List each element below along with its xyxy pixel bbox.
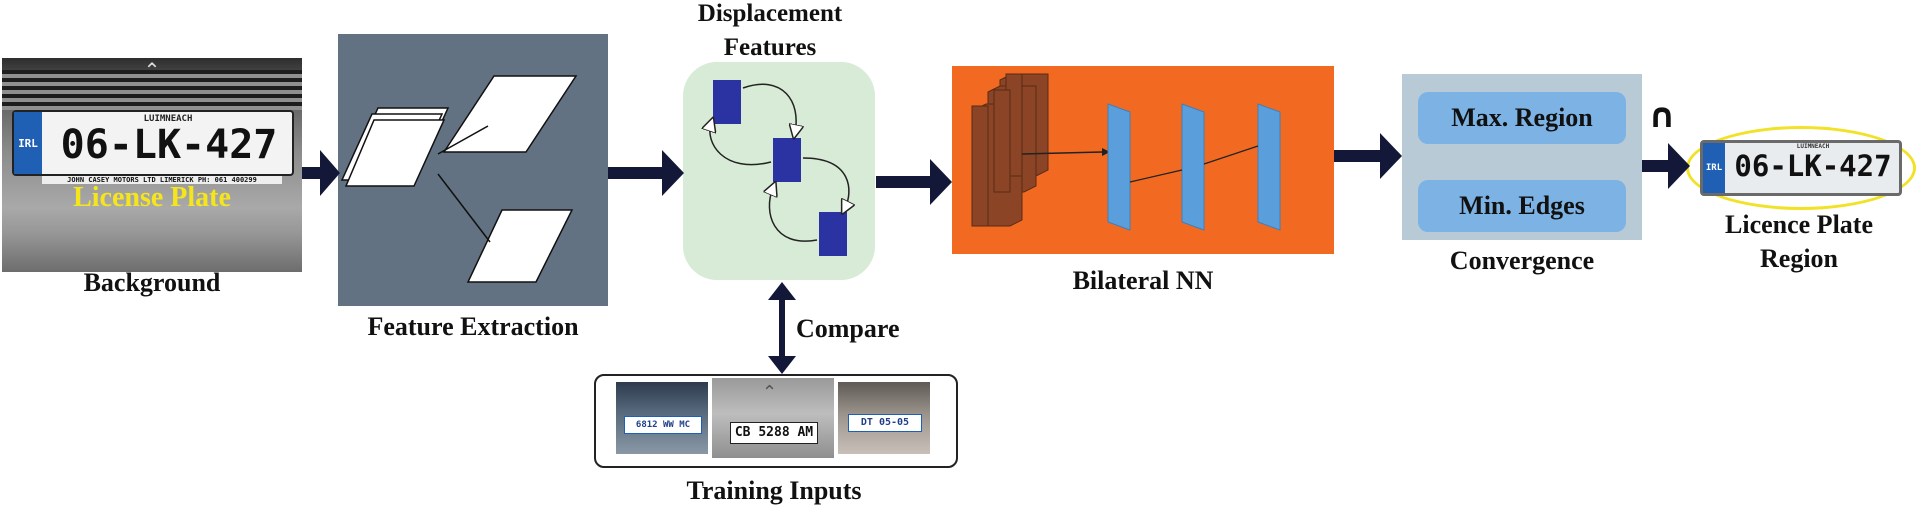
feature-extraction-graphic	[340, 75, 578, 283]
max-region-box: Max. Region	[1418, 92, 1626, 144]
arrow-bilateral-to-convergence	[1334, 133, 1402, 179]
plate-country: IRL	[18, 136, 38, 150]
training-car-logo: ⌃	[762, 382, 778, 402]
displacement-graphic	[683, 80, 875, 256]
plate-dealer-text: JOHN CASEY MOTORS LTD LIMERICK PH: 061 4…	[42, 176, 282, 184]
output-caption-1: Licence Plate	[1725, 210, 1873, 239]
feature-link-top	[437, 125, 489, 155]
flow-arrow-2	[710, 124, 772, 166]
displacement-square-3	[819, 212, 847, 256]
training-image-2: ⌃ CB 5288 AM	[712, 378, 834, 458]
plate-number: 06-LK-427	[60, 122, 278, 168]
displacement-square-2	[773, 138, 801, 182]
displacement-panel	[683, 62, 875, 280]
nn-arrow-1	[1021, 151, 1103, 155]
training-plate-1: 6812 WW MC	[624, 416, 702, 434]
conv-layer-3	[971, 105, 989, 227]
background-caption: Background	[83, 268, 221, 297]
background-car-image: ⌃ IRL LUIMNEACH 06-LK-427 JOHN CASEY MOT…	[2, 58, 302, 272]
plate-country-strip: IRL	[14, 112, 42, 174]
arrow-features-to-displacement	[608, 150, 684, 196]
arrow-convergence-to-output	[1642, 143, 1690, 189]
training-image-1: 6812 WW MC	[616, 382, 708, 454]
bilateral-nn-panel	[952, 66, 1334, 254]
displacement-title-2: Features	[723, 34, 817, 61]
car-grille	[2, 70, 302, 110]
output-plate: IRL LUIMNEACH 06-LK-427	[1700, 140, 1902, 196]
blue-layer-1	[1107, 103, 1131, 231]
compare-label: Compare	[796, 314, 900, 343]
feature-extraction-caption: Feature Extraction	[367, 312, 579, 341]
training-plate-3: DT 05-05	[848, 414, 922, 432]
flow-arrow-1	[742, 83, 796, 132]
flow-arrow-4	[769, 188, 818, 242]
displacement-square-1	[713, 80, 741, 124]
displacement-title-1: Displacement	[697, 0, 843, 27]
convergence-caption: Convergence	[1449, 246, 1595, 275]
nn-link-1	[1129, 169, 1183, 183]
feature-extraction-panel	[338, 34, 608, 306]
output-country-text: IRL	[1705, 163, 1723, 173]
bilateral-nn-caption: Bilateral NN	[1072, 266, 1214, 295]
training-plate-2: CB 5288 AM	[730, 422, 818, 444]
feature-map-stack-3	[344, 119, 446, 187]
output-plate-number: 06-LK-427	[1734, 149, 1892, 183]
output-caption-2: Region	[1760, 244, 1838, 273]
blue-layer-2	[1181, 103, 1205, 231]
plate-top-text: LUIMNEACH	[143, 114, 193, 124]
min-edges-box: Min. Edges	[1418, 180, 1626, 232]
output-plate-country: IRL	[1703, 143, 1725, 193]
bilateral-nn-graphic	[971, 73, 1281, 231]
feature-map-bottom	[466, 209, 574, 283]
compare-double-arrow	[768, 282, 796, 374]
intersection-symbol: ∩	[1648, 96, 1676, 136]
conv-layer-2	[993, 89, 1011, 193]
nn-link-2	[1203, 145, 1259, 165]
background-plate: IRL LUIMNEACH 06-LK-427	[12, 110, 294, 176]
training-inputs-caption: Training Inputs	[686, 476, 862, 505]
blue-layer-3	[1257, 103, 1281, 231]
feature-link-bottom	[437, 173, 491, 243]
arrow-background-to-features	[302, 150, 340, 196]
arrow-displacement-to-bilateral	[876, 159, 952, 205]
training-image-3: DT 05-05	[838, 382, 930, 454]
license-plate-overlay: License Plate	[73, 182, 231, 213]
car-bumper	[2, 230, 302, 272]
car-logo: ⌃	[143, 60, 161, 82]
output-plate-top: LUIMNEACH	[1796, 143, 1830, 150]
training-inputs-box: 6812 WW MC ⌃ CB 5288 AM DT 05-05	[594, 374, 958, 468]
flow-arrow-3	[802, 157, 849, 208]
